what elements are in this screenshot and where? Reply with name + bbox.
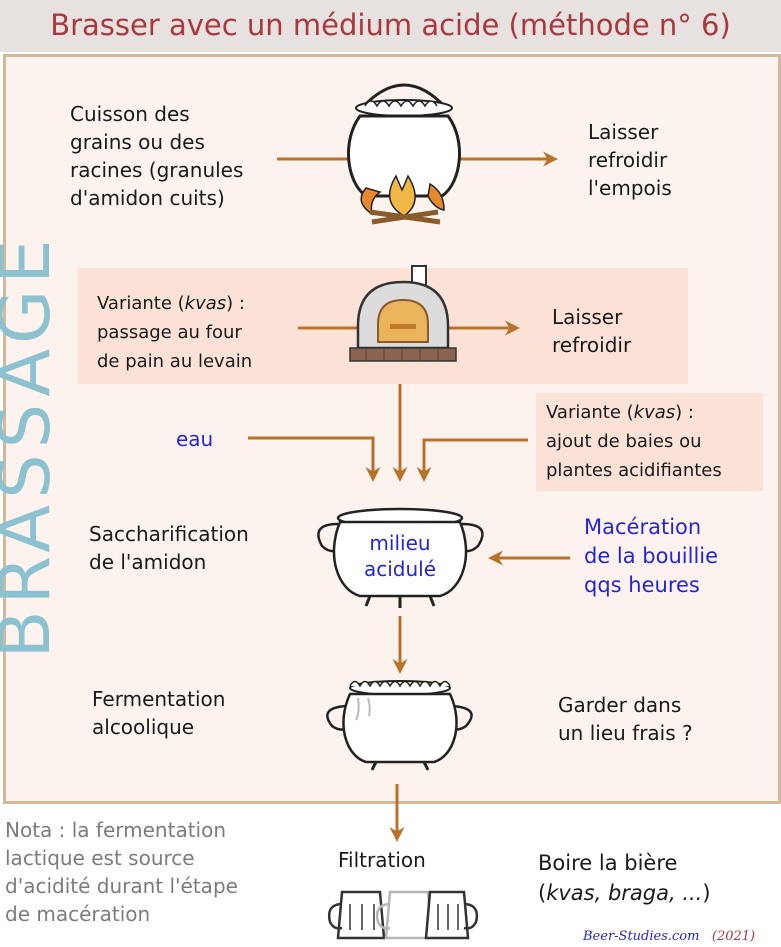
nota-text: Nota : la fermentation lactique est sour… [5,816,238,928]
fermentation-line-2: alcoolique [92,715,195,739]
page-title: Brasser avec un médium acide (méthode n°… [50,8,731,42]
cooking-line-4: d'amidon cuits) [70,186,225,210]
variant-berries-keyword: kvas [633,402,676,423]
drink-keywords: kvas, braga, ... [546,881,703,905]
pot-label: milieu acidulé [340,530,460,582]
nota-line-2: lactique est source [5,846,195,870]
garder-label: Garder dans un lieu frais ? [558,691,693,747]
cool-empois-line-1: Laisser [588,120,659,144]
variant-oven-suffix: ) : [226,293,245,314]
header-bar [0,0,781,52]
fermentation-pot-icon [326,680,473,771]
cool-empois-label: Laisser refroidir l'empois [588,118,672,202]
arrow-eau-to-pot [248,436,381,482]
variant-berries-line-3: plantes acidifiantes [546,460,722,481]
fermentation-label: Fermentation alcoolique [92,685,225,741]
pot-label-line-2: acidulé [363,557,437,581]
nota-line-4: de macération [5,902,151,926]
credit-year: (2021) [711,929,756,944]
variant-oven-prefix: Variante ( [97,293,185,314]
maceration-line-3: qqs heures [584,573,700,597]
cooking-label: Cuisson des grains ou des racines (granu… [70,100,243,212]
variant-oven-line-1: Variante (kvas) : [97,289,252,318]
cool-line-1: Laisser [552,305,623,329]
cooking-line-3: racines (granules [70,158,244,182]
garder-line-1: Garder dans [558,693,682,717]
variant-berries-line-1: Variante (kvas) : [546,398,722,427]
cool-line-2: refroidir [552,333,632,357]
fermentation-line-1: Fermentation [92,687,226,711]
arrow-berries-to-pot [416,438,528,482]
beer-mugs-icon [327,890,479,940]
drink-line-2: (kvas, braga, ...) [538,878,711,908]
drink-label: Boire la bière (kvas, braga, ...) [538,848,711,908]
acid-pot-icon [317,507,484,608]
nota-line-1: Nota : la fermentation [5,818,227,842]
variant-berries-band [536,393,763,491]
drink-open-paren: ( [538,881,547,905]
cool-empois-line-2: refroidir [588,148,668,172]
credit-site: Beer-Studies.com [583,929,700,944]
maceration-line-1: Macération [584,515,702,539]
cool-label: Laisser refroidir [552,303,631,359]
bread-oven-icon [349,265,457,362]
variant-berries-line-2: ajout de baies ou [546,431,702,452]
cauldron-fire-icon [347,83,461,225]
cooking-line-2: grains ou des [70,130,205,154]
variant-oven-line-3: de pain au levain [97,351,253,372]
drink-close-paren: ) [702,881,711,905]
cool-empois-line-3: l'empois [588,176,672,200]
eau-label: eau [176,427,214,451]
credit: Beer-Studies.com (2021) [583,929,755,944]
variant-oven-label: Variante (kvas) : passage au four de pai… [97,289,252,376]
variant-berries-suffix: ) : [675,402,694,423]
variant-oven-line-2: passage au four [97,322,242,343]
filtration-label: Filtration [338,848,426,872]
variant-oven-keyword: kvas [184,293,227,314]
garder-line-2: un lieu frais ? [558,721,693,745]
pot-label-line-1: milieu [369,531,431,555]
maceration-label: Macération de la bouillie qqs heures [584,513,718,600]
saccharification-line-2: de l'amidon [89,550,207,574]
cooking-line-1: Cuisson des [70,102,190,126]
saccharification-line-1: Saccharification [89,522,249,546]
variant-berries-prefix: Variante ( [546,402,634,423]
drink-line-1: Boire la bière [538,851,678,875]
saccharification-label: Saccharification de l'amidon [89,520,249,576]
nota-line-3: d'acidité durant l'étape [5,874,238,898]
maceration-line-2: de la bouillie [584,544,719,568]
variant-berries-label: Variante (kvas) : ajout de baies ou plan… [546,398,722,485]
